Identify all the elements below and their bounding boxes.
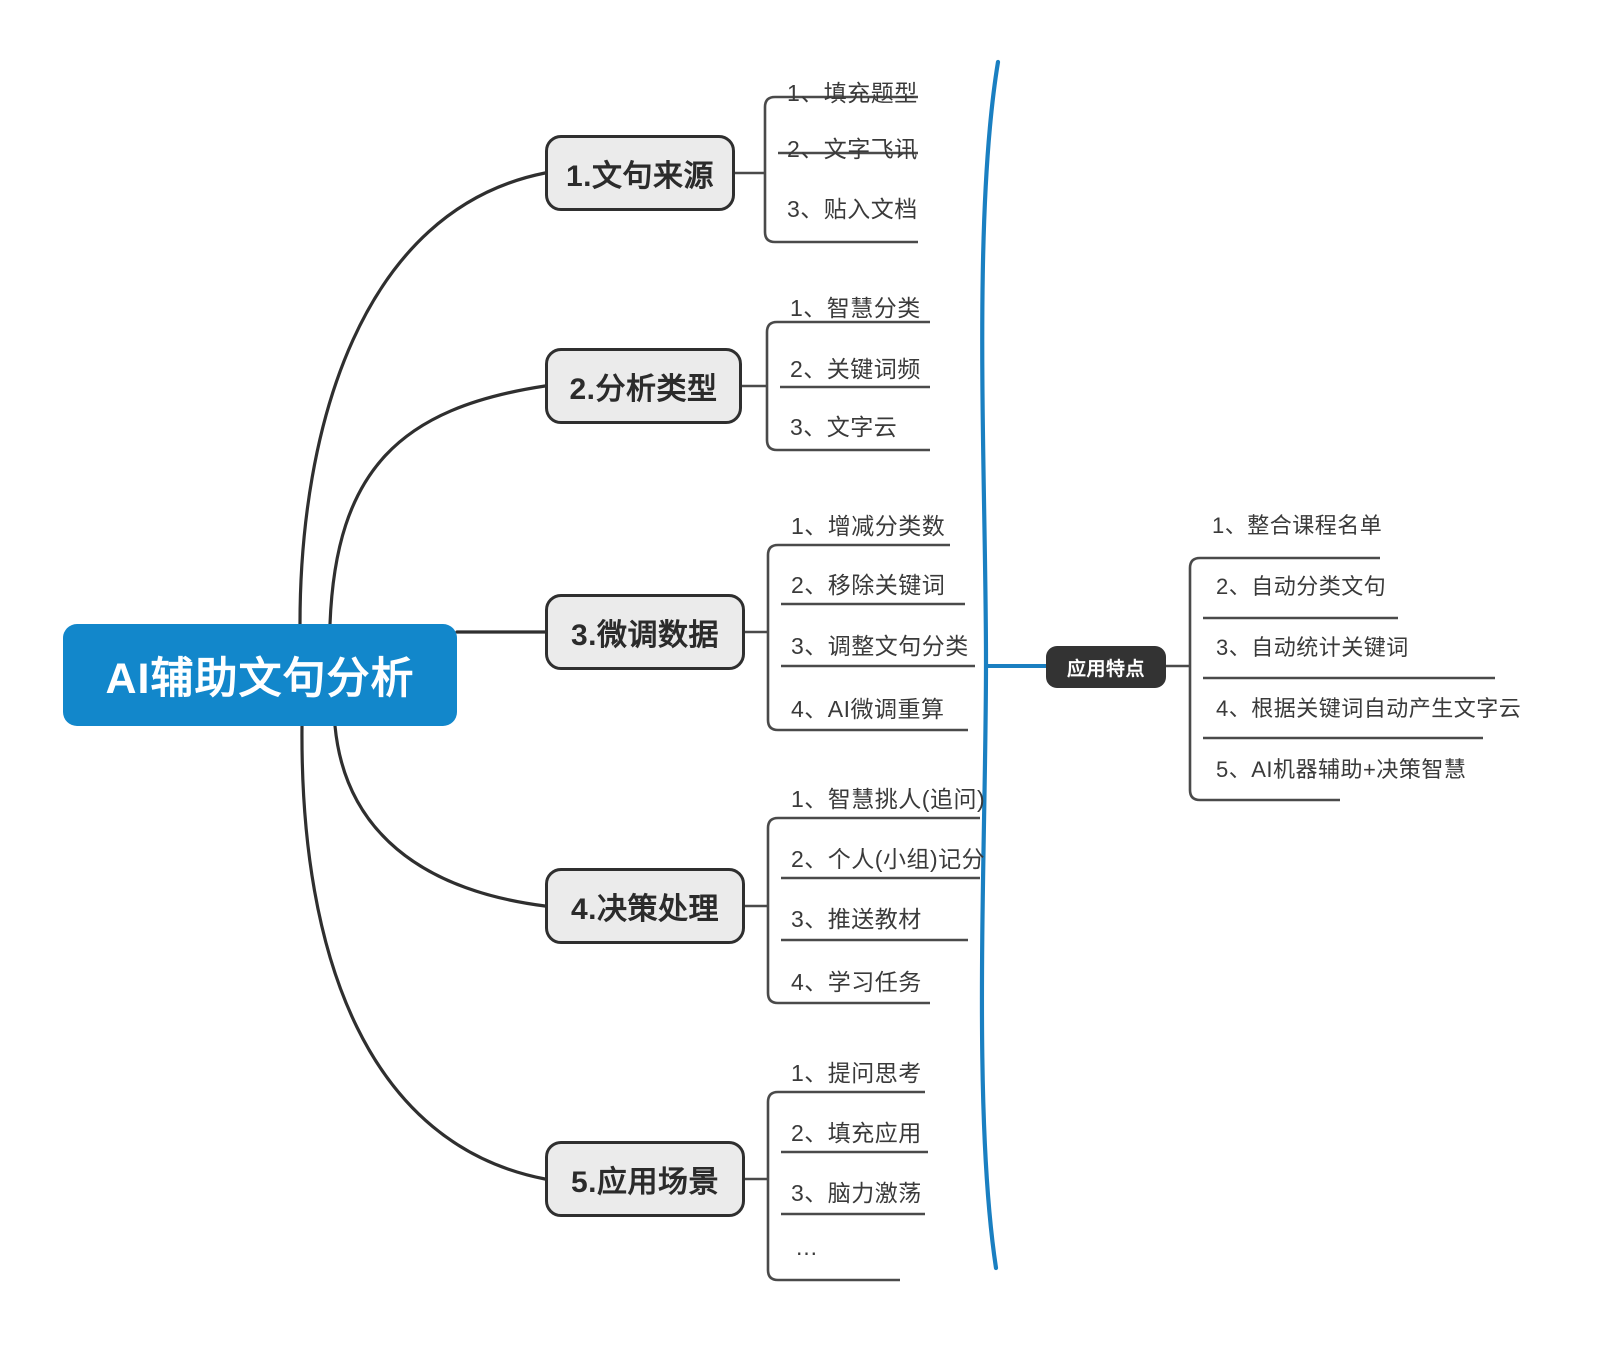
leaf-item-b5-3[interactable]: 3、脑力激荡 (791, 1180, 922, 1206)
branch-label-1: 1.文句来源 (565, 160, 715, 193)
branch-node-1[interactable]: 1.文句来源 (545, 135, 735, 211)
leaf-item-b2-3[interactable]: 3、文字云 (790, 414, 898, 440)
leaf-item-b2-2[interactable]: 2、关键词频 (790, 356, 921, 382)
leaf-item-b3-1[interactable]: 1、增减分类数 (791, 513, 946, 539)
blue-brace (979, 59, 1001, 1271)
curve-to-branch-4 (333, 724, 547, 908)
leaf-item-b5-4[interactable]: … (795, 1234, 819, 1260)
leaf-item-b1-3[interactable]: 3、贴入文档 (787, 196, 918, 222)
leaf-item-b5-1[interactable]: 1、提问思考 (791, 1060, 922, 1086)
branch-node-5[interactable]: 5.应用场景 (545, 1141, 745, 1217)
curve-to-branch-5 (300, 724, 547, 1181)
leaf-item-f-3[interactable]: 3、自动统计关键词 (1216, 635, 1409, 660)
leaf-item-b1-1[interactable]: 1、填充题型 (787, 80, 918, 106)
branch-node-3[interactable]: 3.微调数据 (545, 594, 745, 670)
leaf-item-f-2[interactable]: 2、自动分类文句 (1216, 574, 1387, 599)
root-label: AI辅助文句分析 (105, 655, 415, 703)
branch-label-2: 2.分析类型 (569, 373, 718, 406)
root-node[interactable]: AI辅助文句分析 (63, 624, 457, 726)
leaf-item-b4-4[interactable]: 4、学习任务 (791, 969, 922, 995)
branch-label-5: 5.应用场景 (570, 1166, 720, 1199)
curve-to-branch-1 (298, 171, 547, 626)
leaf-item-b4-2[interactable]: 2、个人(小组)记分 (791, 846, 986, 872)
branch-label-4: 4.决策处理 (570, 893, 720, 926)
branch-label-3: 3.微调数据 (570, 619, 720, 652)
leaf-item-f-4[interactable]: 4、根据关键词自动产生文字云 (1216, 696, 1522, 721)
curve-to-branch-2 (328, 384, 547, 626)
leaf-item-b4-3[interactable]: 3、推送教材 (791, 906, 922, 932)
leaf-item-f-5[interactable]: 5、AI机器辅助+决策智慧 (1216, 757, 1467, 782)
leaf-item-b5-2[interactable]: 2、填充应用 (791, 1120, 922, 1146)
leaf-item-f-1[interactable]: 1、整合课程名单 (1212, 513, 1383, 538)
leaf-item-b3-3[interactable]: 3、调整文句分类 (791, 633, 969, 659)
feature-group-label: 应用特点 (1066, 658, 1145, 680)
leaf-item-b3-2[interactable]: 2、移除关键词 (791, 572, 946, 598)
branch-node-2[interactable]: 2.分析类型 (545, 348, 742, 424)
feature-group-node[interactable]: 应用特点 (1046, 646, 1166, 688)
leaf-item-b1-2[interactable]: 2、文字飞讯 (787, 136, 918, 162)
leaf-item-b3-4[interactable]: 4、AI微调重算 (791, 696, 945, 722)
leaf-item-b2-1[interactable]: 1、智慧分类 (790, 295, 921, 321)
branch-node-4[interactable]: 4.决策处理 (545, 868, 745, 944)
leaf-item-b4-1[interactable]: 1、智慧挑人(追问) (791, 786, 986, 812)
